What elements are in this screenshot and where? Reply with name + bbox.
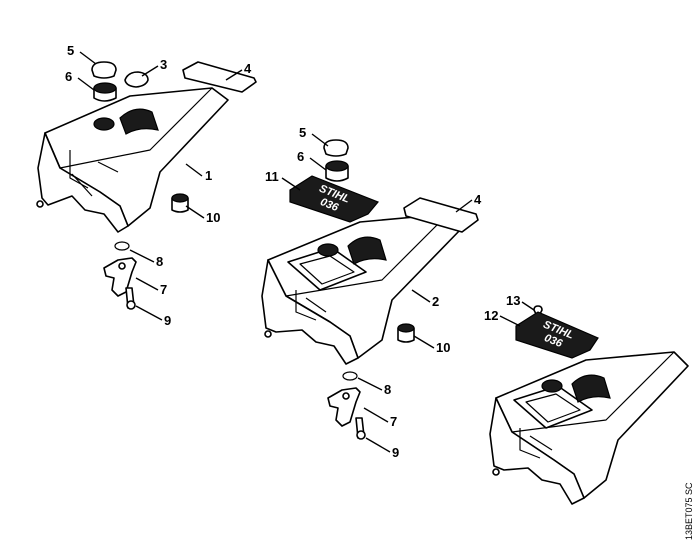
label-1: 1 <box>205 168 212 183</box>
part-number-labels: 5 6 3 4 1 10 8 7 9 5 6 11 4 2 10 8 7 9 1… <box>65 43 520 460</box>
label-10b: 10 <box>436 340 450 355</box>
label-5a: 5 <box>67 43 74 58</box>
oring-part-8a <box>114 241 130 251</box>
label-8a: 8 <box>156 254 163 269</box>
label-11: 11 <box>265 169 279 184</box>
grommet-part-6b <box>325 160 349 182</box>
decal-part-12: STIHL 036 <box>515 311 599 359</box>
leader-lines <box>77 51 535 453</box>
label-5b: 5 <box>299 125 306 140</box>
bracket-part-7b <box>327 387 361 427</box>
label-4a: 4 <box>244 61 252 76</box>
label-9b: 9 <box>392 445 399 460</box>
shroud-cover-2 <box>261 213 463 365</box>
plate-part-4b <box>403 197 479 233</box>
reference-code: 13BET075 SC <box>684 482 694 540</box>
label-2: 2 <box>432 294 439 309</box>
bushing-part-10b <box>397 323 415 343</box>
screw-part-9b <box>355 417 366 440</box>
label-13: 13 <box>506 293 520 308</box>
rivet-part-13 <box>533 305 543 315</box>
decal-part-11: STIHL 036 <box>289 175 379 223</box>
shroud-cover-1 <box>36 87 229 233</box>
label-7b: 7 <box>390 414 397 429</box>
label-6a: 6 <box>65 69 72 84</box>
label-6b: 6 <box>297 149 304 164</box>
label-10a: 10 <box>206 210 220 225</box>
label-7a: 7 <box>160 282 167 297</box>
shroud-cover-3 <box>489 351 689 505</box>
label-8b: 8 <box>384 382 391 397</box>
label-12: 12 <box>484 308 498 323</box>
cap-part-5b <box>323 139 349 157</box>
screw-part-9a <box>125 287 136 310</box>
grommet-part-6a <box>93 82 117 102</box>
plate-part-4a <box>182 61 257 93</box>
label-4b: 4 <box>474 192 482 207</box>
label-3: 3 <box>160 57 167 72</box>
label-9a: 9 <box>164 313 171 328</box>
bushing-part-10a <box>171 193 189 213</box>
oring-part-8b <box>342 371 358 381</box>
